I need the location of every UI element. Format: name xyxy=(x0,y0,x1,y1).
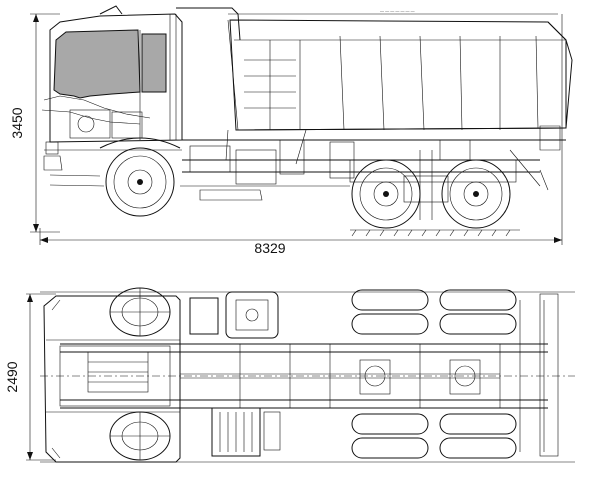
length-dimension-label: 8329 xyxy=(254,240,285,256)
frame-rails xyxy=(60,293,559,457)
height-dimension-label: 3450 xyxy=(9,107,25,138)
height-dimension: 3450 xyxy=(9,13,60,233)
front-wheel-right-top xyxy=(109,411,171,461)
fuel-tank xyxy=(225,291,279,339)
dump-body xyxy=(227,19,573,151)
length-dimension: 8329 — — — — — — — xyxy=(39,8,563,256)
width-dimension: 2490 xyxy=(4,293,56,461)
front-wheel-left-top xyxy=(109,287,171,337)
side-window xyxy=(141,33,167,93)
side-view: 3450 8329 — — — — — — — xyxy=(9,5,573,256)
front-wheel xyxy=(99,137,181,217)
rear-wheels-left-top xyxy=(351,289,517,335)
rear-wheels-right-top xyxy=(351,413,517,459)
cab xyxy=(41,5,241,171)
svg-text:— — — — — — —: — — — — — — — xyxy=(380,8,415,13)
side-chassis xyxy=(49,129,566,201)
rear-wheel-1 xyxy=(351,159,421,229)
width-dimension-label: 2490 xyxy=(4,361,20,392)
rear-wheel-2 xyxy=(441,159,511,229)
driveshaft xyxy=(180,359,500,395)
cab-window xyxy=(53,29,141,99)
air-tanks xyxy=(189,297,281,451)
plan-view: 2490 xyxy=(4,287,575,463)
battery-box xyxy=(211,407,261,457)
rear-suspension xyxy=(349,149,549,220)
